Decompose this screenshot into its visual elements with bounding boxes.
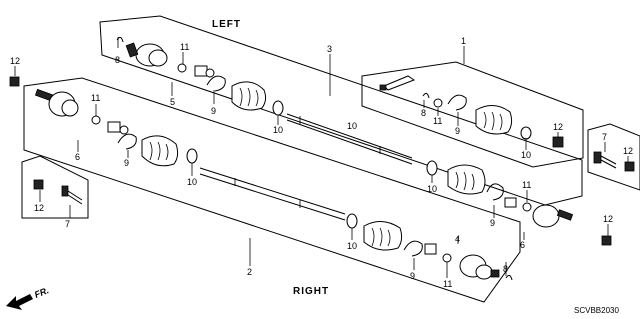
grease-tube-icon (379, 75, 416, 91)
right-circlip (505, 274, 513, 281)
callout-9: 9 (455, 126, 460, 136)
left-outer-boot (447, 164, 486, 195)
leader-lines (14, 37, 629, 278)
left-half-shaft (286, 113, 413, 165)
callout-8: 8 (421, 108, 426, 118)
right-inner-boot (363, 221, 403, 251)
left-inner-boot (231, 81, 267, 111)
inset-washer (433, 98, 443, 108)
inset-outer-boot (475, 105, 513, 135)
right-bolt-box (587, 123, 640, 191)
callout-5: 5 (170, 97, 175, 107)
lower-left-nut-12 (33, 179, 44, 190)
callout-12: 12 (623, 146, 633, 156)
left-nut-12 (9, 76, 20, 87)
inset-band-large (447, 94, 467, 111)
part-1-inset-outline (361, 61, 584, 168)
callout-9: 9 (211, 106, 216, 116)
callout-8: 8 (503, 264, 508, 274)
callout-12: 12 (10, 56, 20, 66)
callout-2: 2 (247, 267, 252, 277)
right-band-small-inner (346, 213, 358, 229)
left-tripod-joint (177, 63, 215, 78)
left-bolt-box (21, 155, 89, 219)
left-outer-joint-housing (532, 204, 574, 228)
callout-8: 8 (115, 55, 120, 65)
right-boot-band-inner (403, 240, 423, 257)
callout-12: 12 (34, 203, 44, 213)
right-outer-tripod (91, 115, 129, 135)
callout-10: 10 (427, 184, 437, 194)
front-label: FR. (33, 285, 50, 300)
callout-10: 10 (187, 177, 197, 187)
callout-4: 4 (455, 234, 460, 244)
callout-1: 1 (461, 36, 466, 46)
callout-9: 9 (410, 271, 415, 281)
callout-11: 11 (91, 93, 100, 103)
callout-9: 9 (490, 218, 495, 228)
left-boot-band-outer (486, 183, 504, 201)
callout-numbers: 8 11 5 9 10 3 1 8 11 9 10 12 10 9 11 6 1… (10, 36, 633, 289)
callout-11: 11 (433, 116, 442, 126)
right-outer-joint-housing (34, 88, 79, 117)
right-half-shaft (199, 167, 346, 221)
left-boot-band-inner (206, 75, 226, 92)
left-inner-joint-housing (125, 42, 168, 67)
right-header: RIGHT (293, 286, 329, 297)
right-outer-boot (141, 135, 179, 167)
left-header: LEFT (212, 19, 241, 30)
callout-7: 7 (602, 132, 607, 142)
inset-clamp-nut (552, 136, 564, 148)
left-boot-band-small (272, 100, 284, 116)
callout-7: 7 (65, 219, 70, 229)
callout-11: 11 (443, 279, 452, 289)
callout-11: 11 (180, 42, 189, 52)
callout-9: 9 (124, 158, 129, 168)
right-nut-12-lower (601, 235, 612, 246)
callout-10: 10 (521, 150, 531, 160)
front-direction-arrow-icon (6, 294, 33, 310)
left-outer-tripod (504, 197, 532, 212)
left-shaft-outline (99, 15, 583, 206)
callout-12: 12 (603, 214, 613, 224)
callout-11: 11 (522, 180, 531, 190)
right-band-small-outer (186, 148, 198, 164)
left-outer-band-small (426, 160, 438, 176)
right-nut-12-upper (624, 161, 635, 172)
callout-10: 10 (273, 125, 283, 135)
right-boot-band-outer (117, 133, 137, 150)
callout-12: 12 (553, 122, 563, 132)
callout-6: 6 (520, 240, 525, 250)
inset-band-small (520, 126, 532, 140)
inset-circlip (422, 92, 430, 99)
callout-3: 3 (327, 44, 332, 54)
lower-left-bolt-7 (61, 185, 83, 205)
right-shaft-outline (23, 77, 521, 303)
right-inner-tripod (424, 243, 452, 263)
callout-6: 6 (75, 152, 80, 162)
callout-10: 10 (347, 241, 357, 251)
diagram-code: SCVBB2030 (574, 306, 619, 315)
callout-10: 10 (347, 121, 357, 131)
right-bolt-7 (593, 151, 617, 169)
right-inner-joint-housing (459, 254, 500, 280)
